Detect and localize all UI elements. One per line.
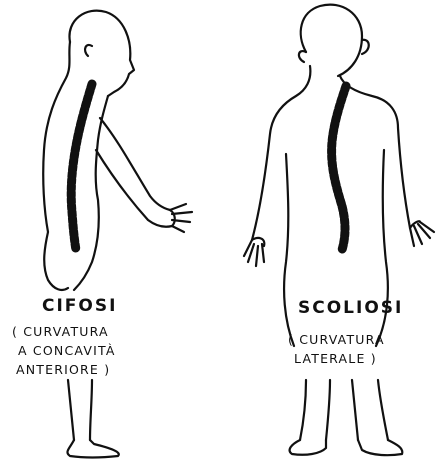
kyphosis-arm — [100, 118, 170, 210]
kyphosis-description: ( CURVATURA A CONCAVITÀ ANTERIORE ) — [12, 322, 116, 379]
scoliosis-right-side — [340, 76, 410, 228]
kyphosis-title: CIFOSI — [42, 296, 117, 316]
scoliosis-spine — [332, 86, 346, 250]
scoliosis-left-side — [252, 66, 310, 240]
scoliosis-leg-right — [378, 380, 388, 440]
kyphosis-leg — [68, 380, 92, 440]
kyphosis-arm-inner — [96, 150, 172, 227]
scoliosis-leg-inner — [326, 380, 358, 440]
scoliosis-description-line: ( CURVATURA — [288, 330, 385, 349]
scoliosis-title: SCOLIOSI — [298, 298, 403, 318]
scoliosis-ear-left — [299, 51, 306, 62]
scoliosis-torso-left — [284, 154, 294, 346]
kyphosis-description-line: A CONCAVITÀ — [12, 341, 116, 360]
kyphosis-back-outline — [43, 42, 70, 290]
kyphosis-description-line: ( CURVATURA — [12, 322, 116, 341]
scoliosis-figure — [244, 5, 434, 456]
kyphosis-description-line: ANTERIORE ) — [12, 360, 116, 379]
kyphosis-ear — [85, 45, 92, 56]
scoliosis-description-line: LATERALE ) — [288, 349, 385, 368]
kyphosis-foot — [67, 440, 118, 458]
scoliosis-foot-right — [358, 440, 402, 455]
kyphosis-spine — [71, 84, 92, 250]
scoliosis-right-hand — [410, 221, 434, 246]
kyphosis-head — [69, 11, 134, 96]
scoliosis-leg-left — [300, 380, 306, 440]
scoliosis-ear-right — [362, 40, 369, 54]
kyphosis-figure — [43, 11, 192, 458]
kyphosis-hand — [170, 204, 192, 232]
scoliosis-left-hand — [244, 238, 264, 266]
scoliosis-description: ( CURVATURA LATERALE ) — [288, 330, 385, 368]
scoliosis-foot-left — [290, 440, 326, 455]
